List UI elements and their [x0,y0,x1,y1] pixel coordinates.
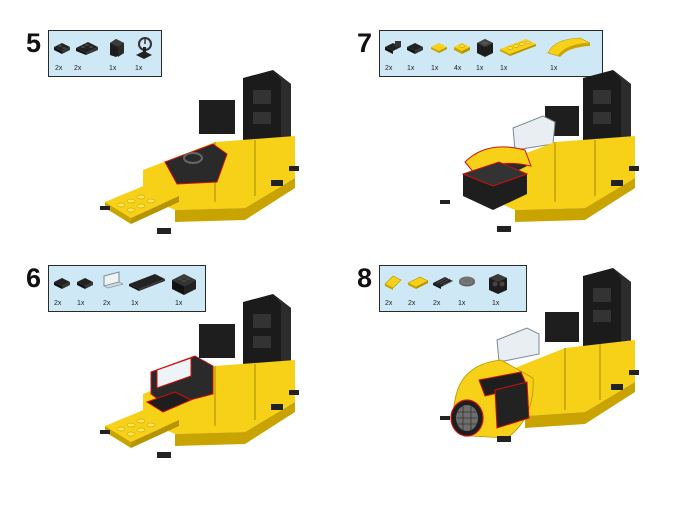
step-number: 5 [26,28,42,58]
step-number: 8 [357,263,373,293]
yellow-tile-icon: 2x [406,270,446,310]
part-qty: 1x [458,300,466,307]
step-8: 8 2x 2x 2x 1x 1x [350,262,700,525]
yellow-curved-slope-icon: 1x [544,35,598,75]
car-model-step-7 [440,70,639,232]
step-6: 6 2x 1x 2x 1x 1x [0,262,350,525]
step-number: 6 [26,263,42,293]
part-qty: 1x [407,65,415,72]
black-brick-2x2-icon: 1x [169,270,209,310]
black-plate-1x2-icon: 1x [75,270,115,310]
yellow-tile-1x2-icon: 1x [429,35,469,75]
black-bracket-icon: 1x [486,270,526,310]
car-model-step-6 [100,294,299,458]
black-steering-wheel-icon: 1x [133,35,173,75]
yellow-plate-1x2-icon: 4x [452,35,492,75]
part-qty: 1x [500,65,508,72]
car-model-step-8 [440,268,639,442]
part-qty: 2x [408,300,416,307]
parts-list: 2x 2x 1x 1x [48,30,162,77]
black-plate-1x3-icon: 2x [74,35,114,75]
black-plate-1x2-icon: 2x [52,35,92,75]
part-qty: 1x [109,65,117,72]
black-grille-tile-icon: 2x [431,270,471,310]
step-7: 7 2x 1x 1x 4x 1x 1x 1x [350,0,700,262]
black-plate-1x4-icon: 1x [127,270,167,310]
part-qty: 4x [454,65,462,72]
part-qty: 2x [385,65,393,72]
part-qty: 1x [135,65,143,72]
step-5: 5 2x 2x 1x 1x [0,0,350,262]
black-hinge-plate-icon: 2x [383,35,423,75]
part-qty: 1x [431,65,439,72]
black-bracket-icon: 1x [474,35,514,75]
step-number: 7 [357,28,373,58]
dark-grey-round-tile-icon: 1x [456,270,496,310]
parts-list: 2x 2x 2x 1x 1x [379,265,527,312]
part-qty: 1x [492,300,500,307]
part-qty: 1x [77,300,85,307]
parts-list: 2x 1x 1x 4x 1x 1x 1x [379,30,603,77]
part-qty: 2x [433,300,441,307]
yellow-slope-icon: 2x [383,270,423,310]
part-qty: 1x [476,65,484,72]
part-qty: 1x [550,65,558,72]
car-model-step-5 [100,70,299,234]
black-plate-1x2-icon: 2x [52,270,92,310]
black-plate-1x2-icon: 1x [405,35,445,75]
part-qty: 2x [74,65,82,72]
yellow-plate-1x4-icon: 1x [498,35,538,75]
part-qty: 2x [103,300,111,307]
part-qty: 1x [131,300,139,307]
part-qty: 2x [54,300,62,307]
part-qty: 2x [55,65,63,72]
black-slope-icon: 1x [107,35,147,75]
clear-windscreen-icon: 2x [101,270,141,310]
parts-list: 2x 1x 2x 1x 1x [48,265,206,312]
part-qty: 1x [175,300,183,307]
part-qty: 2x [385,300,393,307]
